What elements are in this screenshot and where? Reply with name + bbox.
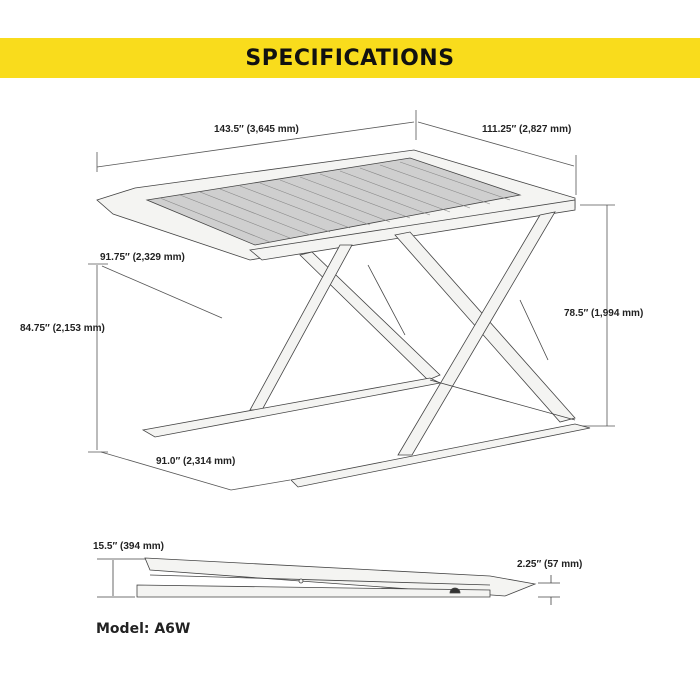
length-dimension: 143.5″ (3,645 mm) xyxy=(214,124,299,135)
base-rails xyxy=(141,377,591,488)
width-dimension: 111.25″ (2,827 mm) xyxy=(482,124,572,135)
max-height-dimension: 84.75″ (2,153 mm) xyxy=(20,323,105,334)
min-height-dimension: 2.25″ (57 mm) xyxy=(517,559,583,570)
scissor-arms xyxy=(249,211,576,456)
side-view-drawing xyxy=(97,557,560,605)
model-label: Model: A6W xyxy=(96,621,191,637)
page-title: SPECIFICATIONS xyxy=(245,45,455,71)
specifications-banner: SPECIFICATIONS xyxy=(0,38,700,78)
lift-platform xyxy=(96,149,576,261)
dimension-lines xyxy=(88,110,615,491)
lift-height-dimension: 78.5″ (1,994 mm) xyxy=(564,308,644,319)
platform-width-dimension: 91.75″ (2,329 mm) xyxy=(100,252,185,263)
base-width-dimension: 91.0″ (2,314 mm) xyxy=(156,456,236,467)
collapsed-height-dimension: 15.5″ (394 mm) xyxy=(93,541,164,552)
